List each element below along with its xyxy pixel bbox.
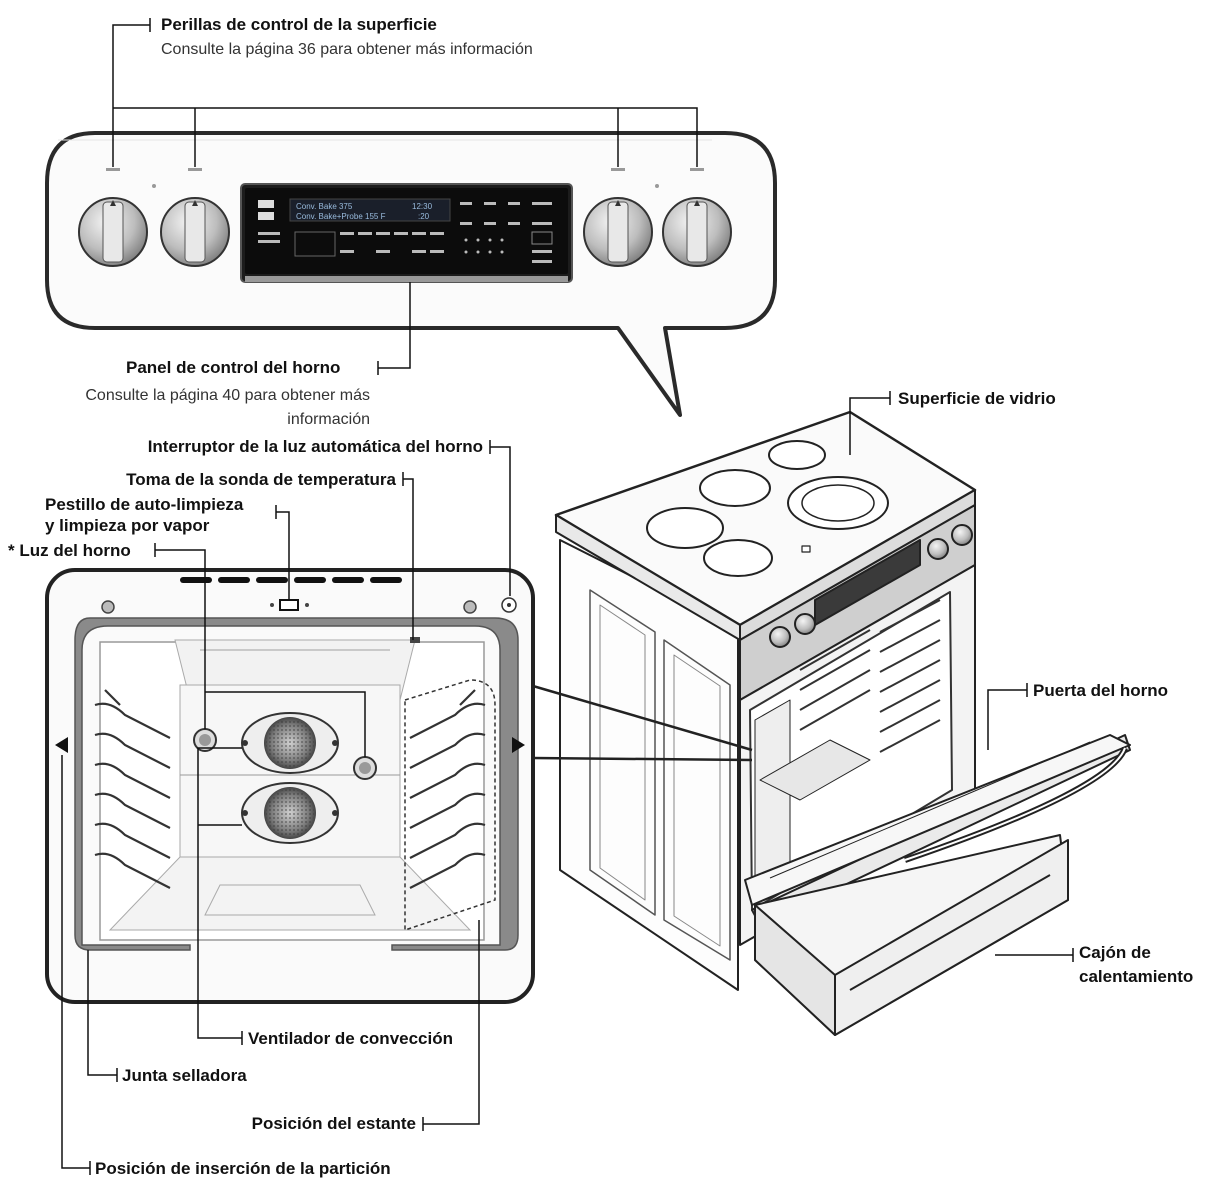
leader-surface-knobs: [112, 18, 698, 167]
leaders-range: [849, 391, 1074, 962]
surface-knob-4: [662, 197, 732, 267]
label-latch-1: Pestillo de auto-limpieza: [45, 495, 244, 514]
label-surface-knobs: Perillas de control de la superficie: [161, 15, 437, 34]
label-oven-light: * Luz del horno: [8, 541, 131, 560]
label-warming-drawer-1: Cajón de: [1079, 943, 1151, 962]
label-warming-drawer-2: calentamiento: [1079, 967, 1194, 986]
zoom-connector: [532, 684, 753, 762]
oven-interior-view: [45, 568, 535, 1004]
convection-fan-upper: [241, 712, 339, 774]
note-surface-knobs: Consulte la página 36 para obtener más i…: [161, 41, 533, 58]
convection-fan-lower: [241, 782, 339, 844]
range-illustration: [554, 410, 1131, 1036]
label-control-panel: Panel de control del horno: [126, 358, 341, 377]
label-glass-top: Superficie de vidrio: [898, 389, 1056, 408]
display-time-1: 12:30: [412, 202, 433, 211]
label-oven-door: Puerta del horno: [1033, 681, 1169, 700]
leaders-interior: [61, 440, 511, 1175]
surface-knob-1: [78, 197, 148, 267]
label-latch-2: y limpieza por vapor: [45, 516, 210, 535]
surface-knob-3: [583, 197, 653, 267]
display-time-2: :20: [418, 212, 430, 221]
label-auto-light-switch: Interruptor de la luz automática del hor…: [147, 437, 483, 456]
label-probe-jack: Toma de la sonda de temperatura: [126, 470, 396, 489]
note-control-panel-1: Consulte la página 40 para obtener más: [85, 387, 370, 404]
label-divider-insert: Posición de inserción de la partición: [95, 1159, 391, 1178]
display-line-1: Conv. Bake 375: [296, 202, 353, 211]
leader-control-panel: [377, 282, 411, 375]
label-convection-fan: Ventilador de convección: [248, 1029, 454, 1048]
label-rack-position: Posición del estante: [251, 1114, 416, 1133]
note-control-panel-2: información: [287, 411, 370, 428]
surface-knob-2: [160, 197, 230, 267]
label-gasket: Junta selladora: [122, 1066, 247, 1085]
oven-control-display: Conv. Bake 375 Conv. Bake+Probe 155 F 12…: [240, 183, 573, 283]
display-line-2: Conv. Bake+Probe 155 F: [296, 212, 386, 221]
